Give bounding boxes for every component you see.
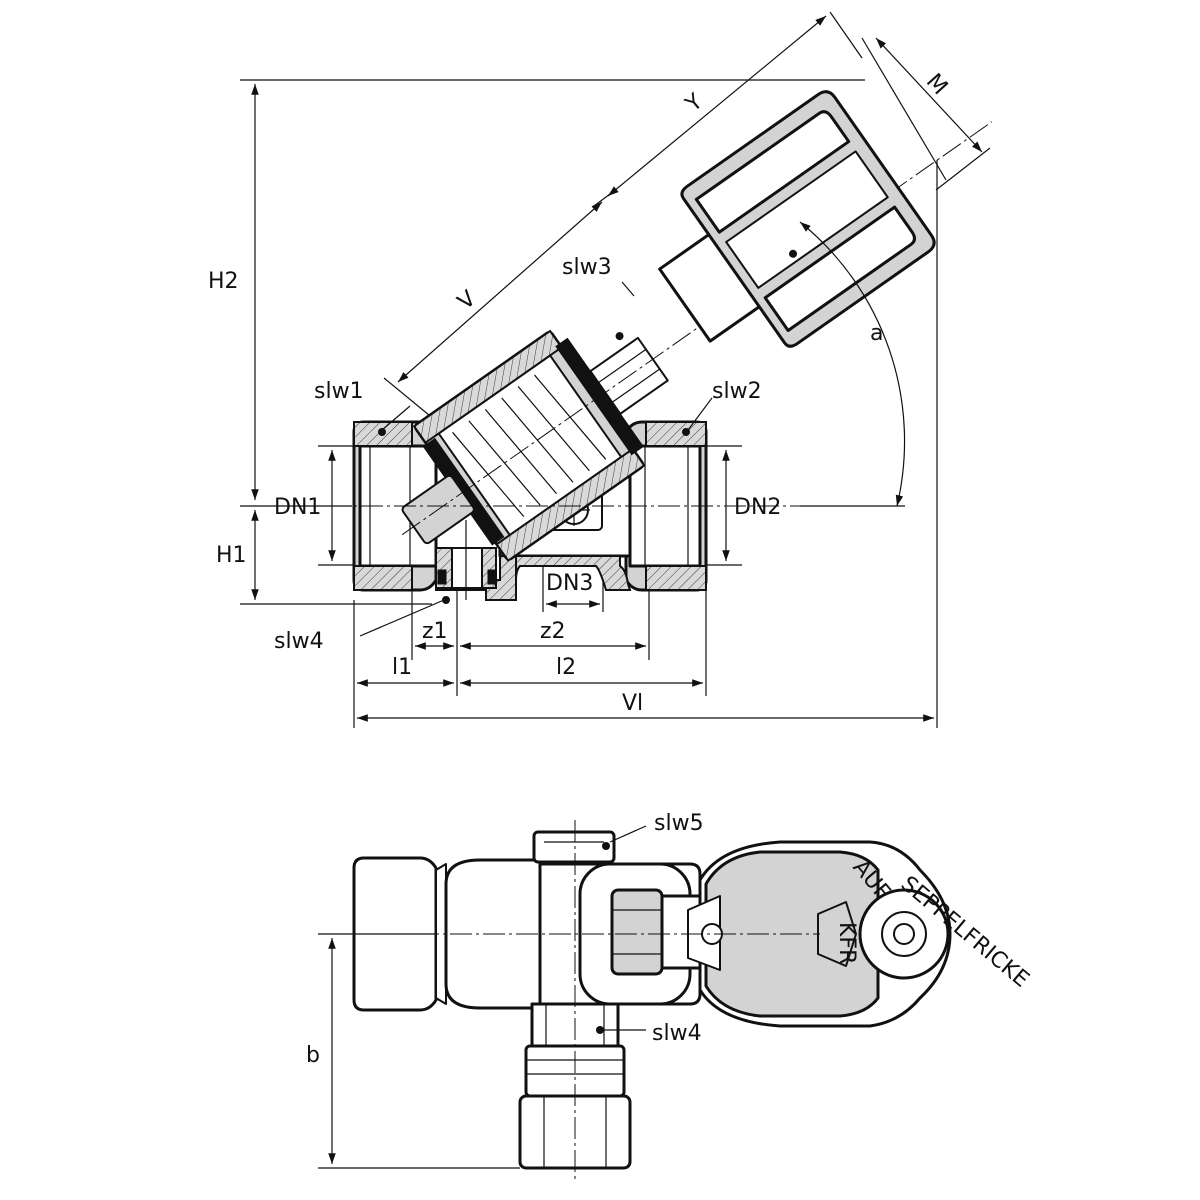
label-l2: l2 [556, 655, 576, 680]
label-Y: Y [681, 89, 709, 118]
label-slw4: slw4 [274, 629, 324, 654]
label-slw1: slw1 [314, 379, 364, 404]
plan-view: SEPPELFRICKE KFR AUF [318, 820, 1034, 1180]
label-slw2: slw2 [712, 379, 762, 404]
drain-port [435, 520, 497, 604]
label-DN3: DN3 [546, 571, 593, 596]
label-Vl: Vl [622, 691, 643, 716]
label-z2: z2 [540, 619, 566, 644]
handwheel [658, 90, 936, 348]
label-slw5: slw5 [654, 811, 704, 836]
label-DN1: DN1 [274, 495, 321, 520]
knob-mark-text: KFR [834, 922, 859, 964]
label-slw3: slw3 [562, 255, 612, 280]
label-H2: H2 [208, 269, 239, 294]
label-slw4-plan: slw4 [652, 1021, 702, 1046]
label-M: M [921, 69, 952, 100]
label-l1: l1 [392, 655, 412, 680]
section-view [240, 11, 993, 728]
label-z1: z1 [422, 619, 448, 644]
label-DN2: DN2 [734, 495, 781, 520]
label-H1: H1 [216, 543, 247, 568]
label-a: a [870, 321, 883, 346]
label-b: b [306, 1043, 320, 1068]
label-V: V [453, 286, 481, 315]
